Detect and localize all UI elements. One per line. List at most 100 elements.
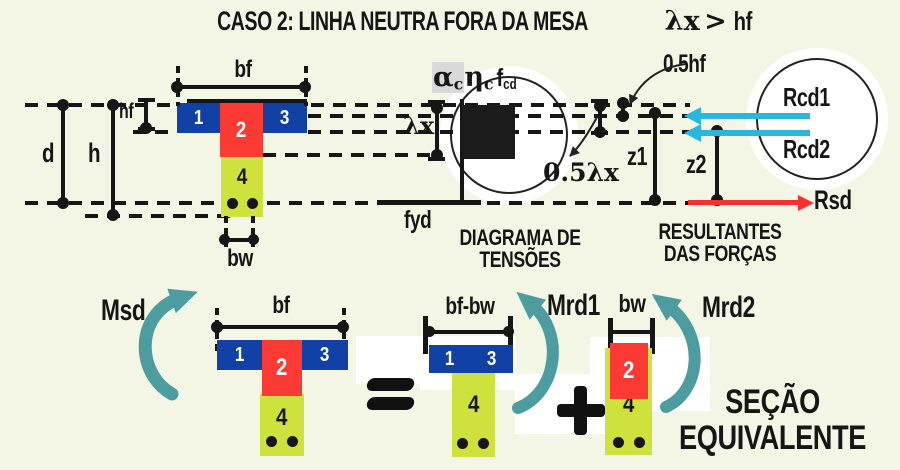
rsd-label: Rsd: [814, 185, 852, 215]
compression-zone-2-bottom: 2: [262, 340, 302, 396]
stress-caption-line2: TENSÕES: [479, 247, 561, 272]
forces-caption-line1: RESULTANTES: [658, 219, 782, 244]
dim-dot: [107, 99, 119, 111]
bw-label-bottom: bw: [618, 290, 646, 318]
dim-dot: [211, 321, 223, 333]
forces-detail-circle: [756, 58, 878, 180]
bf-bw-label: bf-bw: [445, 293, 495, 320]
half-lambda-x-label: 0.5λx: [543, 158, 619, 187]
h-label: h: [88, 138, 101, 168]
d-dim-line: [61, 105, 65, 203]
dim-dot: [431, 102, 443, 114]
bw-tick-left: [224, 216, 228, 248]
equivalent-caption-line1: SEÇÃO: [725, 383, 820, 421]
dim-dot: [649, 194, 661, 206]
rebar-dot: [266, 436, 277, 447]
equivalent-caption-line2: EQUIVALENTE: [678, 419, 867, 457]
half-hf-marker: [621, 100, 625, 118]
bf-label: bf: [234, 56, 252, 83]
rcd2-label: Rcd2: [783, 134, 830, 164]
lambda-x-label: λx: [403, 111, 435, 140]
alpha-c-symbol: αc: [432, 62, 465, 94]
rebar-dot: [634, 437, 645, 448]
rebar-dot: [287, 436, 298, 447]
dim-dot: [57, 99, 69, 111]
fyd-label: fyd: [404, 206, 432, 234]
h-dim-line: [111, 105, 115, 215]
rebar-dot: [478, 438, 489, 449]
half-hf-label: 0.5hf: [663, 50, 706, 78]
bf-label-bottom: bf: [272, 292, 290, 319]
flange-zone-3-bottom: 3: [302, 340, 348, 370]
bf-dim-line: [177, 85, 307, 89]
dim-dot: [594, 100, 606, 112]
dashed-line-flange-bottom-left: [133, 130, 177, 134]
dim-dot: [107, 209, 119, 221]
stress-caption-line1: DIAGRAMA DE: [459, 225, 581, 250]
title-lambda-x: λx: [664, 6, 700, 37]
dim-dot: [337, 321, 349, 333]
rebar-dot: [457, 438, 468, 449]
dim-dot: [248, 234, 259, 245]
rebar-dot: [247, 198, 258, 209]
d-label: d: [42, 138, 55, 168]
web-zone-4-bottom: 4: [260, 394, 304, 456]
flange-zone-3-bfbw: 3: [487, 347, 497, 370]
bw-label: bw: [227, 245, 253, 272]
dim-dot: [617, 97, 629, 109]
eta-c-symbol: ηc: [464, 62, 494, 94]
dim-dot: [57, 197, 69, 209]
z2-label: z2: [686, 149, 707, 179]
page-title: CASO 2: LINHA NEUTRA FORA DA MESA λx > h…: [0, 6, 900, 37]
half-lambda-pointer-arrow: [569, 116, 598, 157]
stress-block: [462, 105, 515, 159]
rcd1-label: Rcd1: [783, 82, 830, 112]
dim-dot: [503, 326, 514, 337]
bw-tick-right-bottom: [650, 318, 655, 354]
flange-zone-3: 3: [263, 103, 307, 133]
bw-dim-line-bottom: [611, 330, 655, 334]
hf-label: hf: [119, 100, 134, 123]
dim-dot: [649, 107, 661, 119]
title-gt-sign: >: [704, 6, 727, 37]
hf-dim-line: [144, 100, 148, 128]
half-lambda-marker: [598, 101, 602, 133]
dashed-line-top-fiber: [25, 103, 690, 107]
bw-dim-line: [224, 238, 254, 242]
bw-tick-left-bottom: [608, 318, 613, 354]
lambda-x-dim-line: [435, 103, 439, 158]
flange-zone-1-bottom: 1: [217, 340, 262, 370]
white-patch: [356, 336, 432, 384]
bw-tick-right: [251, 216, 255, 248]
fyd-baseline: [377, 200, 481, 205]
dashed-line-beam-bottom: [85, 214, 233, 218]
beam-top-edge: [187, 99, 307, 104]
hf-tcap-bottom: [138, 127, 155, 131]
dim-dot: [617, 110, 629, 122]
bf-dim-line-bottom: [217, 325, 345, 329]
mrd1-label: Mrd1: [547, 289, 600, 322]
msd-label: Msd: [101, 294, 146, 327]
dim-dot: [219, 234, 230, 245]
forces-caption-line2: DAS FORÇAS: [663, 241, 777, 266]
dashed-line-rebar-level: [25, 201, 688, 205]
flange-zone-1: 1: [177, 103, 220, 133]
dim-dot: [299, 81, 311, 93]
compression-zone-2: 2: [220, 103, 263, 157]
fcd-symbol: fcd: [496, 64, 517, 93]
bfbw-dim-line: [428, 330, 512, 334]
z1-dim-line: [653, 113, 657, 201]
half-lambda-tcap-bottom: [591, 131, 608, 135]
title-main: CASO 2: LINHA NEUTRA FORA DA MESA: [217, 6, 589, 36]
dim-dot: [171, 81, 183, 93]
dim-dot: [424, 326, 435, 337]
mrd2-label: Mrd2: [702, 291, 755, 324]
compression-zone-2-bw: 2: [610, 343, 648, 399]
dashed-line-lambda-x: [263, 153, 435, 157]
flange-bfbw: 1 3: [429, 345, 513, 373]
z2-dim-line: [715, 130, 719, 202]
rebar-dot: [613, 437, 624, 448]
rebar-dot: [227, 198, 238, 209]
